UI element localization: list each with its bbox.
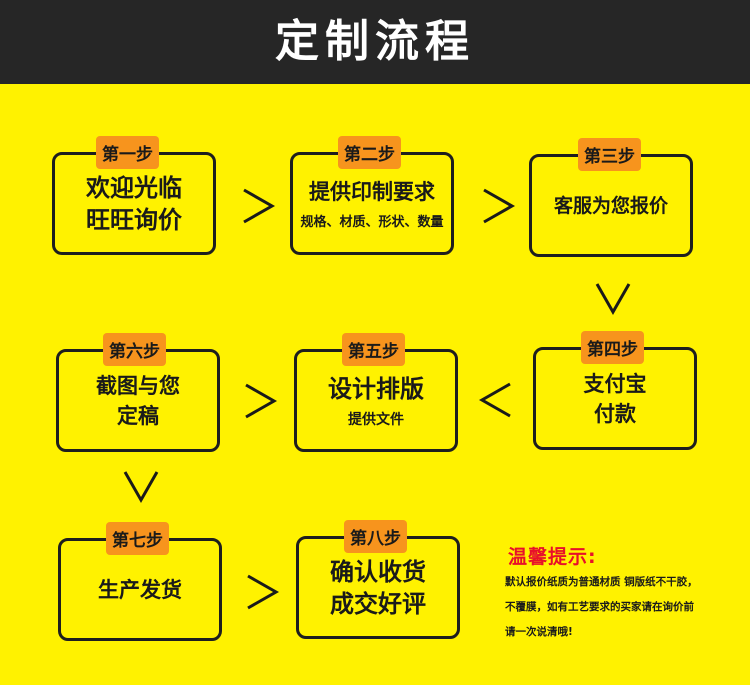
tips-body: 默认报价纸质为普通材质 铜版纸不干胶， 不覆膜，如有工艺要求的买家请在询价前 请… <box>505 570 745 645</box>
chevron-down-icon <box>595 283 631 316</box>
tips-line: 默认报价纸质为普通材质 铜版纸不干胶， <box>505 576 698 588</box>
header-bar <box>0 0 750 84</box>
step-1-line1: 欢迎光临 <box>86 173 182 202</box>
step-4-badge: 第四步 <box>581 331 644 364</box>
step-4-box: 支付宝 付款 <box>533 347 697 450</box>
chevron-right-icon <box>247 574 280 610</box>
step-3-badge: 第三步 <box>578 138 641 171</box>
step-2-line1: 提供印制要求 <box>309 180 435 204</box>
step-2-sub: 规格、材质、形状、数量 <box>300 215 444 230</box>
step-3-line1: 客服为您报价 <box>553 194 668 217</box>
step-1-badge: 第一步 <box>96 136 159 169</box>
step-5-sub: 提供文件 <box>348 411 404 428</box>
tips-line: 请一次说清哦! <box>505 626 573 638</box>
step-5-box: 设计排版 提供文件 <box>294 349 458 452</box>
step-1-line2: 旺旺询价 <box>86 205 182 234</box>
step-4-line1: 支付宝 <box>583 371 647 396</box>
chevron-down-icon <box>123 471 159 504</box>
page-title: 定制流程 <box>275 16 475 67</box>
step-6-box: 截图与您 定稿 <box>56 349 220 452</box>
chevron-right-icon <box>245 383 278 419</box>
step-8-box: 确认收货 成交好评 <box>296 536 460 639</box>
chevron-right-icon <box>483 188 516 224</box>
step-8-badge: 第八步 <box>344 520 407 553</box>
step-2-badge: 第二步 <box>338 136 401 169</box>
step-8-line2: 成交好评 <box>330 589 426 618</box>
step-5-line1: 设计排版 <box>328 374 424 403</box>
tips-line: 不覆膜，如有工艺要求的买家请在询价前 <box>505 601 694 613</box>
tips-title: 温馨提示: <box>508 546 597 568</box>
step-8-line1: 确认收货 <box>330 557 426 586</box>
step-4-line2: 付款 <box>594 401 636 426</box>
step-5-badge: 第五步 <box>342 333 405 366</box>
chevron-left-icon <box>478 382 511 418</box>
step-6-badge: 第六步 <box>103 333 166 366</box>
step-6-line2: 定稿 <box>117 403 159 428</box>
step-7-badge: 第七步 <box>106 522 169 555</box>
chevron-right-icon <box>243 188 276 224</box>
step-6-line1: 截图与您 <box>96 373 180 398</box>
step-7-line1: 生产发货 <box>98 577 182 602</box>
step-1-box: 欢迎光临 旺旺询价 <box>52 152 216 255</box>
step-3-box: 客服为您报价 <box>529 154 693 257</box>
